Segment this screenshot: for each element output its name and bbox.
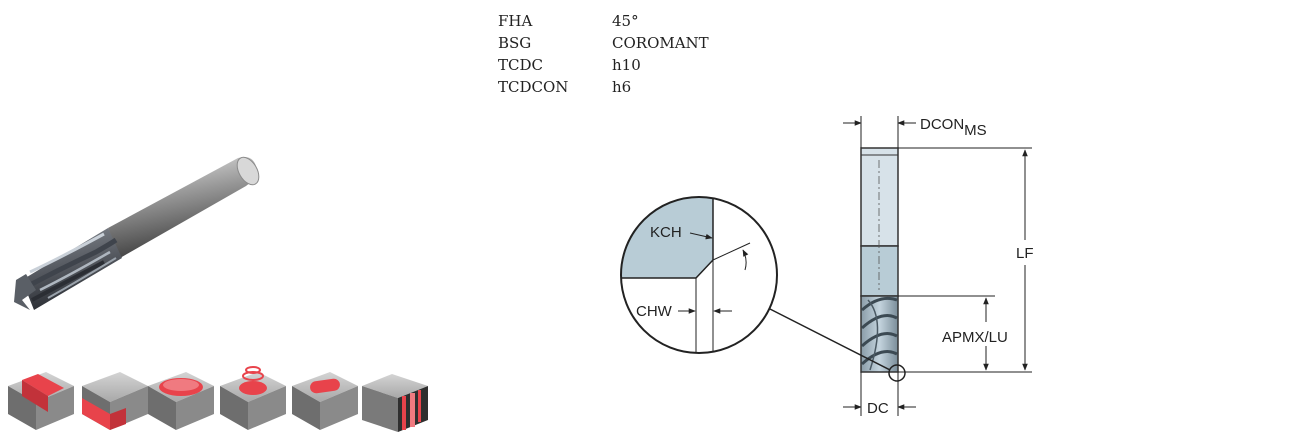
slot-milling-icon — [8, 372, 74, 430]
spec-value: h10 — [612, 56, 641, 74]
dcon-label: DCONMS — [920, 116, 987, 139]
lf-dimension: LF — [898, 147, 1034, 373]
spec-row-fha: FHA 45° — [498, 10, 709, 32]
apmx-dimension: APMX/LU — [898, 295, 1008, 371]
chamfer-detail-view: KCH CHW — [620, 196, 778, 354]
shoulder-milling-icon — [82, 372, 148, 430]
pocket-milling-icon — [148, 372, 214, 430]
spec-value: h6 — [612, 78, 632, 96]
dc-dimension: DC — [843, 372, 916, 417]
end-mill-render — [14, 156, 260, 310]
end-mill-shank — [108, 156, 260, 258]
spec-key: TCDCON — [498, 78, 569, 96]
kch-label: KCH — [650, 224, 682, 241]
spec-key: FHA — [498, 12, 533, 30]
application-icons — [8, 366, 428, 432]
spec-row-tcdcon: TCDCON h6 — [498, 76, 709, 98]
profile-milling-icon — [362, 374, 428, 432]
technical-drawing: DCONMS LF APMX/LU DC KCH — [620, 116, 1034, 417]
chw-label: CHW — [636, 303, 673, 320]
spec-key: BSG — [498, 34, 532, 52]
lf-label: LF — [1016, 245, 1034, 262]
closed-slot-icon — [292, 372, 358, 430]
spec-value: COROMANT — [612, 34, 709, 52]
apmx-label: APMX/LU — [942, 329, 1008, 346]
tool-side-view — [860, 147, 906, 382]
helical-interpolation-icon — [220, 366, 286, 430]
dcon-dimension: DCONMS — [843, 116, 987, 148]
spec-table: FHA 45° BSG COROMANT TCDC h10 TCDCON h6 — [498, 10, 709, 98]
spec-value: 45° — [612, 12, 639, 30]
dc-label: DC — [867, 400, 889, 417]
spec-row-tcdc: TCDC h10 — [498, 54, 709, 76]
detail-leader-line — [767, 307, 891, 371]
spec-key: TCDC — [498, 56, 543, 74]
end-mill-flutes — [14, 228, 122, 310]
spec-row-bsg: BSG COROMANT — [498, 32, 709, 54]
